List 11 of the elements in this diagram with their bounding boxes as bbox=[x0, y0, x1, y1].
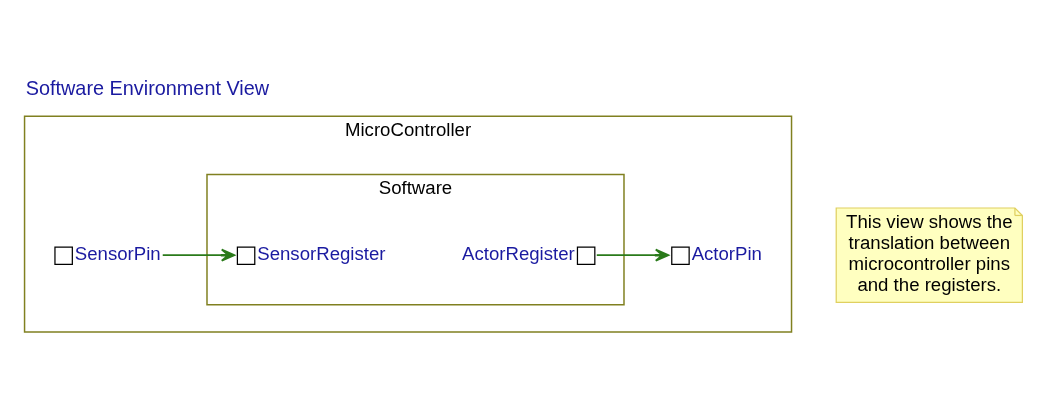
node-box bbox=[236, 245, 256, 265]
node-label: ActorRegister bbox=[462, 242, 575, 264]
node-label: SensorRegister bbox=[257, 242, 386, 264]
node-label: ActorPin bbox=[691, 242, 762, 264]
arrow bbox=[595, 248, 670, 262]
node-box bbox=[576, 245, 596, 265]
node-box bbox=[54, 245, 73, 265]
diagram-title: Software Environment View bbox=[25, 76, 270, 99]
node-box bbox=[671, 245, 690, 265]
arrow bbox=[161, 248, 236, 262]
node-label: SensorPin bbox=[74, 242, 161, 264]
